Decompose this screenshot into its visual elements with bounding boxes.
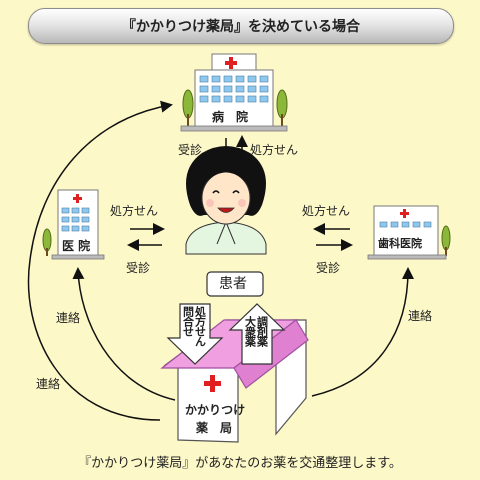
clinic-prescription-label: 処方せん — [110, 204, 159, 218]
hospital-consult-label: 受診 — [178, 143, 203, 157]
dispense-arrow — [228, 303, 286, 365]
dental-clinic-label: 歯科医院 — [378, 237, 422, 250]
contact-label-inner: 連絡 — [56, 311, 81, 325]
title-banner: 『かかりつけ薬局』を決めている場合 — [28, 8, 454, 44]
patient-label: 患者 — [219, 276, 247, 292]
pharmacy-label-line2: 薬 局 — [196, 421, 233, 435]
hospital-label: 病 院 — [212, 110, 249, 124]
contact-arrow-to-hospital — [27, 100, 173, 421]
hospital-prescription-label: 処方せん — [250, 143, 299, 157]
dispense-text-col1: 調剤薬 — [255, 316, 269, 346]
dental-clinic-building-icon — [367, 205, 451, 260]
contact-label-right: 連絡 — [408, 309, 433, 323]
page-title: 『かかりつけ薬局』を決めている場合 — [121, 19, 361, 35]
prescription-inquiry-arrow — [166, 303, 224, 365]
contact-arrow-to-dental — [311, 267, 414, 397]
clinic-building-icon — [42, 189, 105, 260]
dental-consult-label: 受診 — [316, 261, 341, 275]
hospital-building-icon — [180, 53, 288, 132]
dental-prescription-label: 処方せん — [302, 204, 351, 218]
footer-caption: 『かかりつけ薬局』があなたのお薬を交通整理します。 — [78, 456, 402, 471]
contact-label-outer: 連絡 — [36, 377, 61, 391]
prescription-inquiry-text-col1: 問合せ — [181, 306, 195, 336]
contact-arrow-to-clinic — [72, 267, 176, 401]
clinic-consult-label: 受診 — [126, 261, 151, 275]
patient-figure-icon — [185, 146, 267, 297]
clinic-label: 医 院 — [62, 239, 91, 253]
prescription-inquiry-text-col2: 処方せん — [193, 306, 207, 346]
pharmacy-label-line1: かかりつけ — [185, 403, 246, 417]
dispense-text-col2: 大衆薬 — [243, 316, 257, 346]
